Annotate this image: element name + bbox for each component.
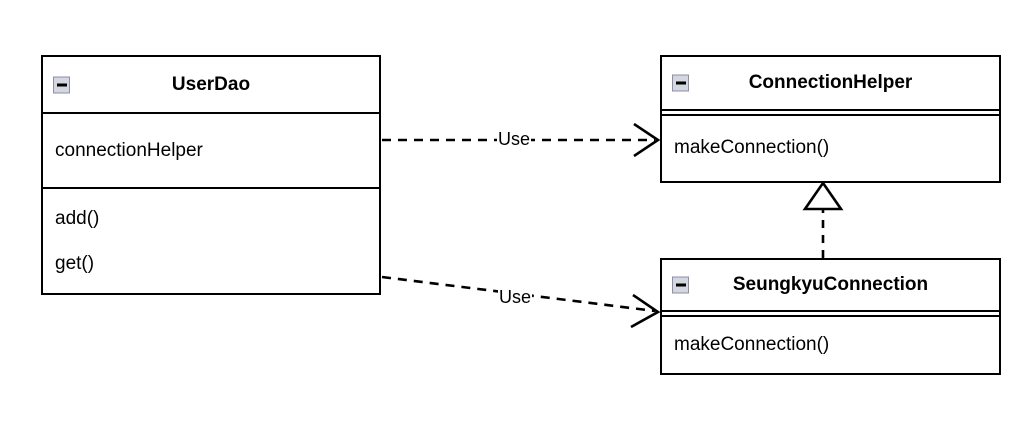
class-attribute[interactable]: connectionHelper (55, 140, 203, 161)
class-methods-compartment: makeConnection() (662, 114, 999, 179)
class-method[interactable]: get() (55, 253, 95, 274)
class-title-compartment: UserDao (43, 57, 379, 112)
class-box-connection-helper[interactable]: ConnectionHelper makeConnection() (660, 55, 1001, 183)
class-title-compartment: ConnectionHelper (662, 57, 999, 109)
open-arrowhead-icon (630, 293, 661, 329)
class-method[interactable]: makeConnection() (674, 137, 830, 158)
minus-icon-bar (675, 81, 686, 85)
minus-icon[interactable] (672, 74, 689, 92)
hollow-triangle-icon (802, 180, 844, 211)
class-methods-compartment: add() get() (43, 187, 379, 293)
class-attributes-compartment (662, 310, 999, 315)
class-box-user-dao[interactable]: UserDao connectionHelper add() get() (41, 55, 381, 295)
dependency-label-use-connectionhelper: Use (497, 129, 532, 150)
class-name-label: ConnectionHelper (748, 72, 913, 93)
class-name-label: UserDao (171, 73, 251, 95)
class-method[interactable]: add() (55, 208, 100, 229)
class-box-seungkyu-connection[interactable]: SeungkyuConnection makeConnection() (660, 258, 1001, 375)
minus-icon[interactable] (672, 276, 689, 294)
class-method[interactable]: makeConnection() (674, 333, 830, 355)
class-methods-compartment: makeConnection() (662, 315, 999, 371)
class-name-label: SeungkyuConnection (732, 274, 929, 295)
open-arrowhead-icon (633, 122, 661, 158)
class-attributes-compartment: connectionHelper (43, 112, 379, 187)
realization-to-connectionhelper[interactable] (802, 180, 844, 258)
minus-icon[interactable] (53, 76, 70, 93)
minus-icon-bar (675, 283, 686, 287)
class-attributes-compartment (662, 109, 999, 114)
class-title-compartment: SeungkyuConnection (662, 260, 999, 310)
dependency-label-use-seungkyuconnection: Use (498, 287, 533, 308)
minus-icon-bar (56, 83, 67, 86)
